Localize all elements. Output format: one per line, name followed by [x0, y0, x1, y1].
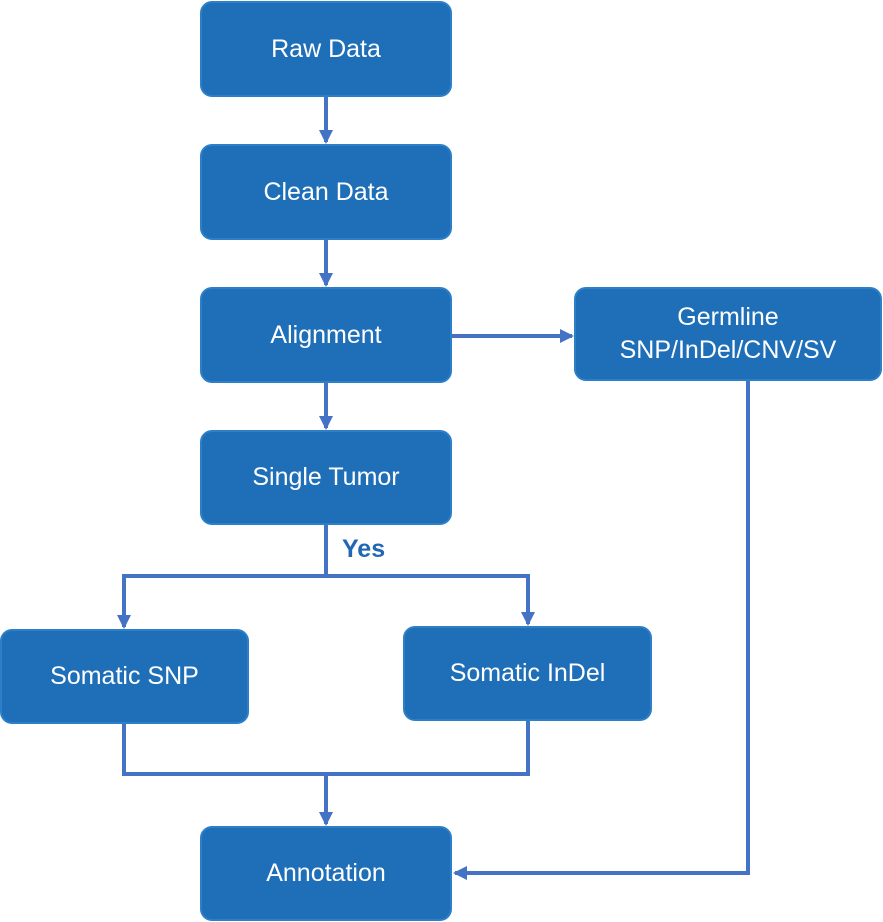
node-annotation-label: Annotation [266, 859, 386, 887]
node-annotation: Annotation [200, 826, 452, 921]
node-somatic-snp: Somatic SNP [0, 629, 249, 724]
node-single-tumor: Single Tumor [200, 430, 452, 525]
node-raw-data-label: Raw Data [271, 34, 381, 63]
node-clean-data: Clean Data [200, 144, 452, 240]
node-somatic-indel-label: Somatic InDel [449, 659, 606, 687]
node-germline: Germline SNP/InDel/CNV/SV [574, 287, 882, 381]
node-raw-data: Raw Data [200, 1, 452, 97]
edge-somatic-indel-merge [326, 721, 530, 776]
node-somatic-snp-label: Somatic SNP [50, 662, 199, 690]
edge-germline-to-annotation [453, 381, 750, 880]
node-single-tumor-label: Single Tumor [252, 463, 400, 491]
edge-split-to-somatic-indel [326, 574, 535, 626]
node-alignment-label: Alignment [270, 320, 382, 349]
edge-split-to-somatic-snp [117, 574, 326, 629]
node-clean-data-label: Clean Data [263, 177, 389, 206]
node-somatic-indel: Somatic InDel [403, 626, 652, 721]
node-germline-label-line1: Germline [677, 303, 779, 331]
node-germline-label-line2: SNP/InDel/CNV/SV [619, 336, 837, 364]
node-alignment: Alignment [200, 287, 452, 383]
edge-somatic-snp-merge [122, 724, 326, 776]
edge-label-yes: Yes [342, 535, 386, 563]
